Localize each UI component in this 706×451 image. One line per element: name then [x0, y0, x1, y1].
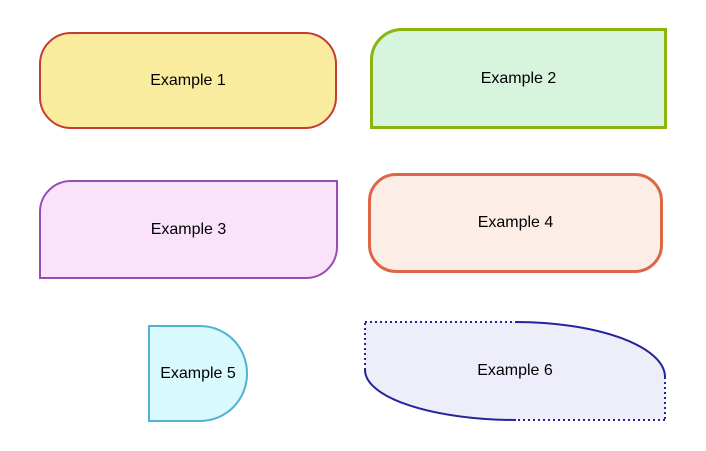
box-label: Example 1 — [150, 71, 226, 89]
rounded-box-example-2: Example 2 — [370, 28, 667, 129]
box-label: Example 4 — [477, 214, 554, 231]
box6-fill — [365, 322, 665, 420]
rounded-box-example-4: Example 4 — [368, 173, 663, 273]
box-label: Example 3 — [150, 220, 227, 238]
box6-dotted-edges — [364, 321, 666, 421]
box-label: Example 2 — [480, 69, 557, 87]
rounded-box-example-6: Example 6 — [364, 321, 666, 421]
rounded-box-example-1: Example 1 — [39, 32, 337, 129]
box-label: Example 6 — [477, 362, 553, 379]
elliptical-corner-shape — [364, 321, 666, 421]
rounded-box-example-5: Example 5 — [148, 325, 248, 422]
box6-solid-curves — [364, 321, 666, 421]
rounded-box-example-3: Example 3 — [39, 180, 338, 279]
box-label: Example 5 — [160, 364, 236, 382]
